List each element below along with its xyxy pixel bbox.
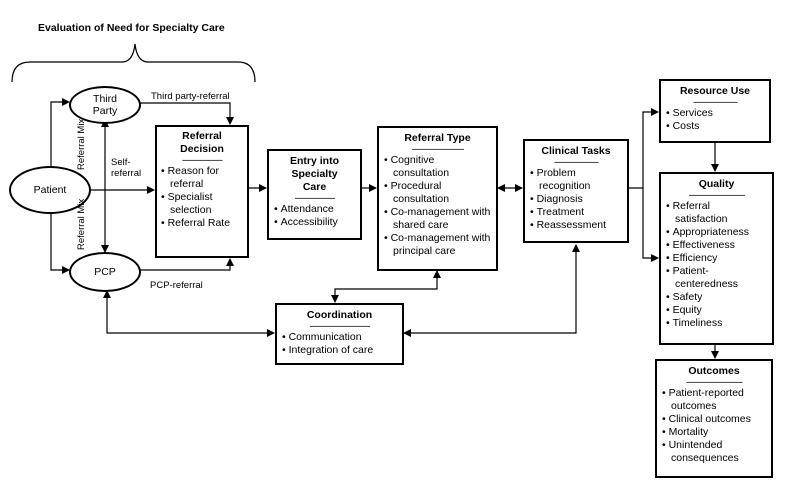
list-item: Integration of care (282, 344, 397, 357)
list-item: Reason for referral (161, 165, 243, 191)
list-item: Procedural consultation (384, 180, 473, 206)
arrow-clinical-to-resource (628, 108, 659, 189)
divider: -------------------------- (411, 145, 465, 154)
list-item: Clinical outcomes (662, 413, 766, 426)
list-item: Timeliness (666, 317, 767, 330)
referral-mix-bottom-label: Referral Mix (76, 198, 87, 250)
entry-box: Entry into Specialty Care --------------… (267, 149, 362, 240)
list-item: Safety (666, 291, 767, 304)
list-item: Mortality (662, 426, 766, 439)
referral-decision-title: Referral Decision (180, 130, 224, 155)
list-item: Patient-reported outcomes (662, 387, 766, 413)
third-party-oval: Third Party (69, 86, 141, 124)
self-referral-label: Self-referral (111, 157, 142, 179)
clinical-tasks-title: Clinical Tasks (541, 145, 611, 157)
divider: ---------------------- (554, 158, 599, 167)
list-item: Co-management with principal care (384, 232, 491, 258)
list-item: Accessibility (274, 216, 355, 229)
list-item: Attendance (274, 203, 355, 216)
entry-title: Entry into Specialty Care (290, 155, 339, 193)
arrow-patient-to-third-party (50, 98, 70, 168)
list-item: Patient-centeredness (666, 265, 745, 291)
list-item: Appropriateness (666, 226, 767, 239)
list-item: Equity (666, 304, 767, 317)
list-item: Cognitive consultation (384, 154, 473, 180)
list-item: Specialist selection (161, 191, 243, 217)
referral-mix-top-label: Referral Mix (76, 118, 87, 170)
divider: ---------------------------- (686, 378, 743, 387)
arrow-coordination-clinical (403, 244, 580, 337)
referral-type-list: Cognitive consultation Procedural consul… (384, 154, 491, 258)
list-item: Communication (282, 331, 397, 344)
outcomes-box: Outcomes ---------------------------- Pa… (655, 359, 773, 478)
resource-use-box: Resource Use ---------------------- Serv… (659, 79, 771, 143)
page-title: Evaluation of Need for Specialty Care (38, 22, 225, 34)
arrow-clinical-to-quality (642, 188, 659, 262)
resource-use-title: Resource Use (679, 85, 751, 97)
divider: ------------------------------ (309, 322, 371, 331)
list-item: Services (666, 107, 764, 120)
evaluation-brace (11, 43, 256, 83)
patient-label: Patient (33, 184, 67, 196)
outcomes-list: Patient-reported outcomes Clinical outco… (662, 387, 766, 465)
arrow-pcp-referral (140, 258, 234, 271)
third-party-referral-label: Third party-referral (151, 91, 230, 102)
divider: ---------------------------- (688, 191, 746, 200)
referral-decision-list: Reason for referral Specialist selection… (161, 165, 243, 230)
list-item: Diagnosis (530, 193, 622, 206)
resource-use-list: Services Costs (666, 107, 764, 133)
clinical-tasks-box: Clinical Tasks ---------------------- Pr… (523, 139, 629, 243)
outcomes-title: Outcomes (688, 365, 740, 377)
referral-type-box: Referral Type --------------------------… (377, 126, 498, 271)
entry-list: Attendance Accessibility (274, 203, 355, 229)
referral-type-title: Referral Type (404, 132, 471, 144)
list-item: Reassessment (530, 219, 622, 232)
pcp-referral-label: PCP-referral (150, 280, 203, 291)
list-item: Treatment (530, 206, 622, 219)
arrow-third-party-referral (140, 102, 234, 125)
list-item: Unintended consequences (662, 439, 751, 465)
quality-list: Referral satisfaction Appropriateness Ef… (666, 200, 767, 330)
quality-title: Quality (698, 178, 735, 190)
referral-decision-box: Referral Decision -------------------- R… (155, 125, 249, 258)
third-party-label: Third Party (92, 93, 118, 117)
coordination-box: Coordination ---------------------------… (275, 303, 404, 365)
arrow-coordination-referral-type (331, 270, 441, 303)
list-item: Efficiency (666, 252, 767, 265)
arrow-coordination-pcp (103, 290, 275, 337)
list-item: Costs (666, 120, 764, 133)
list-item: Problem recognition (530, 167, 611, 193)
clinical-tasks-list: Problem recognition Diagnosis Treatment … (530, 167, 622, 232)
coordination-list: Communication Integration of care (282, 331, 397, 357)
divider: -------------------- (294, 194, 336, 203)
list-item: Co-management with shared care (384, 206, 491, 232)
arrow-patient-to-pcp (50, 212, 70, 274)
coordination-title: Coordination (306, 309, 373, 321)
pcp-oval: PCP (69, 252, 141, 292)
patient-oval: Patient (9, 166, 91, 214)
list-item: Referral satisfaction (666, 200, 755, 226)
quality-box: Quality ---------------------------- Ref… (659, 172, 774, 345)
divider: ---------------------- (693, 98, 738, 107)
pcp-label: PCP (94, 266, 116, 278)
divider: -------------------- (182, 156, 223, 165)
list-item: Referral Rate (161, 217, 243, 230)
list-item: Effectiveness (666, 239, 767, 252)
